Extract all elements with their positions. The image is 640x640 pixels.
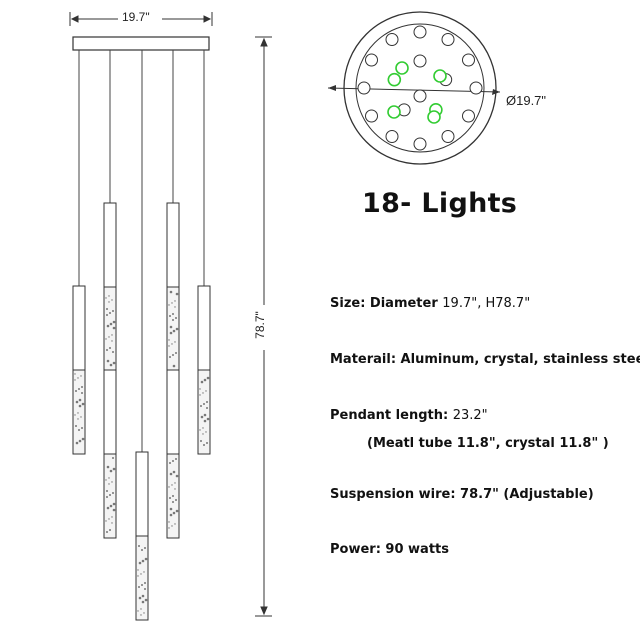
pendant-tube: [103, 202, 117, 372]
light-position-dot: [395, 61, 409, 75]
spec-suspension: Suspension wire: 78.7" (Adjustable): [330, 487, 594, 502]
height-dimension: [255, 36, 272, 617]
spec-material: Materail: Aluminum, crystal, stainless s…: [330, 352, 640, 367]
diameter-label: Ø19.7": [506, 93, 547, 108]
light-position-dot: [427, 110, 441, 124]
light-position-dot: [461, 109, 475, 123]
light-position-dot: [387, 105, 401, 119]
light-position-dot: [413, 137, 427, 151]
pendant-tubes: [72, 202, 211, 621]
light-position-dot: [461, 53, 475, 67]
width-label: 19.7": [122, 10, 150, 24]
light-position-dot: [433, 69, 447, 83]
light-position-dot: [413, 25, 427, 39]
top-view-diagram: [327, 11, 501, 165]
spec-size: Size: Diameter 19.7", H78.7": [330, 296, 530, 311]
spec-size-value: 19.7", H78.7": [442, 296, 531, 311]
pendant-tube: [72, 285, 86, 455]
light-position-dot: [441, 129, 455, 143]
light-position-dot: [387, 72, 402, 87]
height-label: 78.7": [252, 311, 267, 339]
pendant-tube: [197, 285, 211, 455]
spec-power: Power: 90 watts: [330, 542, 449, 557]
width-dimension: [69, 12, 213, 26]
spec-pendant-label: Pendant length:: [330, 408, 453, 423]
suspension-wires: [78, 50, 205, 452]
canopy: [72, 36, 210, 51]
spec-material-label: Materail: Aluminum, crystal, stainless s…: [330, 352, 640, 367]
spec-power-label: Power: 90 watts: [330, 542, 449, 557]
light-position-dot: [365, 109, 379, 123]
light-position-dot: [469, 81, 483, 95]
spec-suspension-label: Suspension wire: 78.7" (Adjustable): [330, 487, 594, 502]
pendant-tube: [166, 202, 180, 372]
light-position-dot: [365, 53, 379, 67]
light-position-dot: [413, 89, 427, 103]
lights-count-title: 18- Lights: [362, 188, 518, 219]
light-position-dot: [441, 33, 455, 47]
light-position-dot: [413, 54, 427, 68]
spec-size-label: Size: Diameter: [330, 296, 443, 311]
spec-pendant-detail: (Meatl tube 11.8", crystal 11.8" ): [367, 436, 609, 451]
light-position-dot: [385, 33, 399, 47]
light-position-dot: [385, 129, 399, 143]
pendant-tube: [103, 369, 117, 539]
pendant-tube: [135, 451, 149, 621]
spec-pendant-value: 23.2": [452, 408, 488, 423]
spec-pendant: Pendant length: 23.2": [330, 408, 488, 423]
light-position-dot: [357, 81, 371, 95]
pendant-tube: [166, 369, 180, 539]
